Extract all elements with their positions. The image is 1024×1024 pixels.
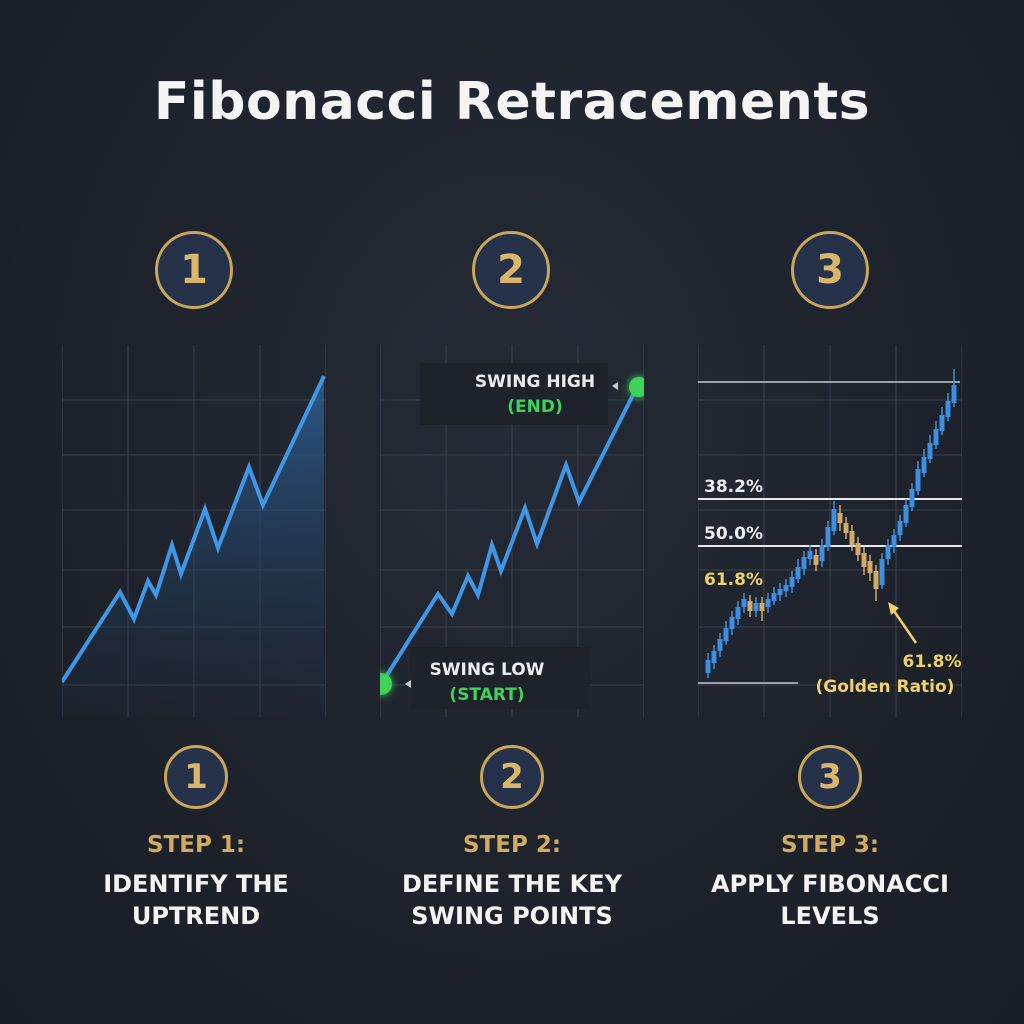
fibonacci-levels-chart: 38.2% 50.0% 61.8% 61.8% (Golden Ratio): [698, 345, 962, 717]
candle-body: [831, 509, 837, 531]
candle-body: [921, 457, 927, 473]
top-step-badge-1: 1: [155, 231, 233, 309]
candle-body: [897, 521, 903, 535]
candle-body: [741, 599, 747, 607]
badge-number: 1: [180, 247, 208, 293]
candle-body: [861, 553, 867, 567]
candle-body: [807, 551, 813, 559]
candle-body: [885, 545, 891, 559]
candle-body: [873, 571, 879, 589]
step-3-label: STEP 3:: [780, 832, 880, 858]
swing-high-label: SWING HIGH: [475, 372, 595, 392]
candle-body: [855, 543, 861, 555]
badge-number: 2: [500, 757, 524, 797]
candle-body: [909, 489, 915, 507]
level-label-382: 38.2%: [704, 477, 763, 497]
candle-body: [837, 513, 843, 523]
label-backdrop: [420, 363, 608, 425]
desc-line: SWING POINTS: [411, 902, 613, 930]
candle-body: [783, 585, 789, 591]
candle-body: [711, 651, 717, 663]
page-title: Fibonacci Retracements: [153, 72, 871, 132]
swing-low-dot: [380, 673, 392, 695]
candle-body: [867, 561, 873, 573]
step-2-label: STEP 2:: [462, 832, 562, 858]
candle-body: [891, 535, 897, 547]
bottom-step-badge-3: 3: [798, 745, 862, 809]
candle-body: [813, 555, 819, 565]
uptrend-chart-panel: [62, 345, 326, 717]
uptrend-line: [62, 375, 326, 684]
swing-low-label: SWING LOW: [430, 660, 545, 680]
candle-body: [933, 429, 939, 445]
uptrend-chart: [62, 345, 326, 717]
candle-body: [765, 599, 771, 607]
level-label-618: 61.8%: [704, 570, 763, 590]
badge-number: 3: [818, 757, 842, 797]
desc-line: IDENTIFY THE: [103, 870, 289, 898]
candle-body: [795, 567, 801, 579]
desc-line: UPTREND: [131, 902, 261, 930]
candle-body: [771, 593, 777, 601]
candle-body: [735, 607, 741, 619]
golden-arrow-head-icon: [888, 602, 899, 615]
swing-line: [380, 386, 639, 685]
swing-high-pointer-icon: [612, 382, 618, 390]
desc-line: DEFINE THE KEY: [401, 870, 623, 898]
desc-line: LEVELS: [780, 902, 880, 930]
top-step-badge-3: 3: [791, 231, 869, 309]
candle-body: [843, 523, 849, 533]
golden-arrow-line: [892, 610, 918, 644]
candle-body: [819, 545, 825, 561]
candle-body: [789, 577, 795, 587]
grid: [698, 345, 962, 717]
golden-ratio-value: 61.8%: [903, 652, 962, 672]
bottom-step-badge-2: 2: [480, 745, 544, 809]
candle-body: [951, 385, 957, 403]
candlesticks: [705, 369, 957, 678]
candle-body: [723, 628, 729, 641]
candle-body: [729, 617, 735, 629]
bottom-step-badge-1: 1: [164, 745, 228, 809]
candle-body: [717, 639, 723, 651]
badge-number: 2: [497, 247, 525, 293]
candle-body: [879, 559, 885, 585]
badge-number: 3: [816, 247, 844, 293]
candle-body: [825, 527, 831, 547]
step-1-description: IDENTIFY THE UPTREND: [36, 868, 356, 932]
candle-body: [705, 660, 711, 673]
top-step-badge-2: 2: [472, 231, 550, 309]
step-3-description: APPLY FIBONACCI LEVELS: [670, 868, 990, 932]
step-2-description: DEFINE THE KEY SWING POINTS: [352, 868, 672, 932]
candle-body: [927, 443, 933, 459]
candle-body: [747, 601, 753, 611]
step-1-label: STEP 1:: [146, 832, 246, 858]
candle-body: [903, 505, 909, 523]
candle-body: [915, 469, 921, 491]
badge-number: 1: [184, 757, 208, 797]
swing-low-sublabel: (START): [449, 685, 524, 705]
golden-ratio-name: (Golden Ratio): [816, 677, 955, 697]
candle-body: [759, 603, 765, 611]
swing-points-chart: SWING HIGH (END) SWING LOW (START): [380, 345, 644, 717]
level-label-500: 50.0%: [704, 524, 763, 544]
candle-body: [753, 603, 759, 611]
fibonacci-levels-panel: 38.2% 50.0% 61.8% 61.8% (Golden Ratio): [698, 345, 962, 717]
swing-low-pointer-icon: [405, 680, 411, 688]
swing-high-sublabel: (END): [507, 397, 563, 417]
candle-body: [777, 589, 783, 595]
swing-high-dot: [629, 377, 644, 397]
candle-body: [801, 557, 807, 569]
swing-points-panel: SWING HIGH (END) SWING LOW (START): [380, 345, 644, 717]
candle-body: [939, 415, 945, 431]
candle-body: [945, 401, 951, 417]
desc-line: APPLY FIBONACCI: [711, 870, 949, 898]
candle-body: [849, 531, 855, 545]
label-backdrop: [410, 647, 590, 709]
